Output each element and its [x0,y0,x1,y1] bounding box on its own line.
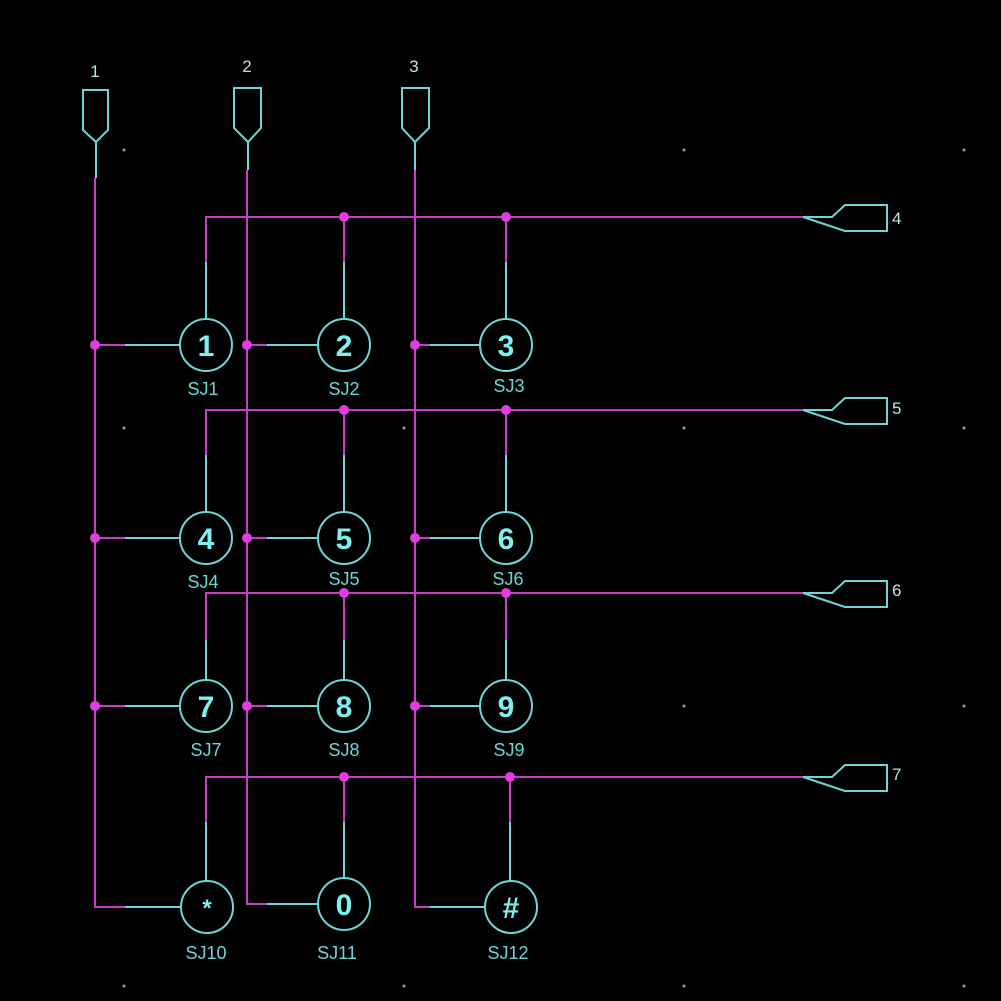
junction-dot [410,340,420,350]
switch-ref-label: SJ4 [187,572,218,592]
switch-key-label: 0 [336,889,353,922]
row-5-wire [205,409,803,455]
grid-dot [122,984,126,988]
port-label-col3: 3 [409,57,418,76]
switch-ref-label: SJ9 [493,740,524,760]
switch-ref-label: SJ7 [190,740,221,760]
junction-dot [90,701,100,711]
switch-symbol [317,318,371,372]
port-label-row3: 6 [892,581,901,600]
grid-dots [122,148,966,988]
switch-ref-label: SJ8 [328,740,359,760]
grid-dot [402,984,406,988]
port-connector-icon [802,580,888,608]
switch-symbol [180,880,234,934]
junction-dot [242,533,252,543]
switch-key-label: 5 [336,523,353,556]
switch-key-label: 8 [336,691,353,724]
grid-dot [122,148,126,152]
column-2-wire [246,170,267,905]
grid-dot [682,148,686,152]
switch-ref-label: SJ1 [187,379,218,399]
row-7-wire [205,776,803,822]
switch-key-label: 2 [336,330,353,363]
row-wires [205,216,803,822]
switch-key-label: 1 [198,330,215,363]
junction-dot [90,533,100,543]
grid-dot [682,984,686,988]
grid-dot [962,426,966,430]
grid-dot [682,426,686,430]
junction-dot [90,340,100,350]
switch-ref-label: SJ12 [487,943,528,963]
port-connector-icon [82,89,109,178]
junction-dot [242,340,252,350]
port-connector-icon [802,204,888,232]
port-label-col2: 2 [242,57,251,76]
switch-symbol [179,318,233,372]
grid-dot [962,984,966,988]
switch-symbol [479,511,533,565]
switch-ref-label: SJ3 [493,376,524,396]
column-1-wire [94,178,125,908]
junction-dot [339,405,349,415]
switch-ref-label: SJ2 [328,379,359,399]
port-connector-icon [802,764,888,792]
port-label-col1: 1 [90,62,99,81]
row-4-wire [205,216,803,262]
switches: 1 SJ1 2 SJ2 3 SJ3 4 SJ4 5 SJ5 6 SJ6 7 SJ… [179,318,538,963]
switch-symbol [317,511,371,565]
junction-dot [501,405,511,415]
switch-key-label: 6 [498,523,515,556]
switch-symbol [479,679,533,733]
column-3-wire [414,170,430,908]
switch-key-label: 7 [198,691,215,724]
junction-dot [410,533,420,543]
port-label-row4: 7 [892,765,901,784]
switch-symbol [479,318,533,372]
row-ports: 4 5 6 7 [802,204,901,792]
junction-dot [501,588,511,598]
column-ports: 1 2 3 [82,57,430,178]
port-connector-icon [401,87,430,170]
switch-leads [125,262,511,908]
grid-dot [122,426,126,430]
switch-ref-label: SJ10 [185,943,226,963]
junction-dot [339,772,349,782]
switch-key-label: 4 [198,523,215,556]
grid-dot [962,148,966,152]
grid-dot [962,704,966,708]
junction-dot [410,701,420,711]
grid-dot [402,426,406,430]
port-label-row1: 4 [892,209,901,228]
port-connector-icon [233,87,262,170]
switch-key-label: * [202,895,212,922]
junction-dot [242,701,252,711]
junction-dot [339,588,349,598]
switch-symbol [179,511,233,565]
switch-ref-label: SJ5 [328,569,359,589]
switch-key-label: 9 [498,691,515,724]
port-label-row2: 5 [892,399,901,418]
switch-key-label: 3 [498,330,515,363]
junction-dot [501,212,511,222]
junction-dot [505,772,515,782]
switch-symbol [179,679,233,733]
grid-dot [682,704,686,708]
switch-symbol [317,679,371,733]
switch-ref-label: SJ11 [317,943,357,963]
switch-symbol [317,877,371,931]
row-6-wire [205,592,803,640]
port-connector-icon [802,397,888,425]
junction-dot [339,212,349,222]
switch-ref-label: SJ6 [492,569,523,589]
switch-symbol [484,880,538,934]
junctions [90,212,515,782]
switch-key-label: # [503,892,520,925]
